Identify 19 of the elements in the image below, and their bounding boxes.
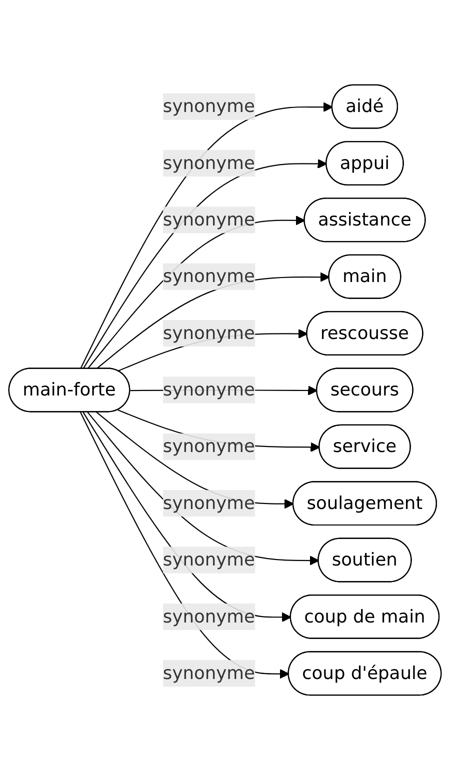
arrow xyxy=(82,158,328,369)
arrow xyxy=(80,411,290,678)
edge-label: synonyme xyxy=(162,548,255,570)
edge-label: synonyme xyxy=(162,322,255,343)
arrow xyxy=(96,411,294,508)
edge-label: synonyme xyxy=(162,208,255,230)
arrow xyxy=(82,411,292,622)
edge-label: synonyme xyxy=(162,94,255,116)
edge-label: synonyme xyxy=(162,265,255,286)
arrow xyxy=(87,411,320,565)
arrow xyxy=(80,102,333,369)
edge-label: synonyme xyxy=(162,492,255,513)
arrow xyxy=(87,215,306,369)
edge-label: synonyme xyxy=(162,605,255,626)
edge-label: synonyme xyxy=(162,152,255,173)
edge-label: synonyme xyxy=(162,435,255,456)
edge-label: synonyme xyxy=(162,662,255,683)
edge-label: synonyme xyxy=(162,378,255,400)
arrow xyxy=(96,272,330,369)
